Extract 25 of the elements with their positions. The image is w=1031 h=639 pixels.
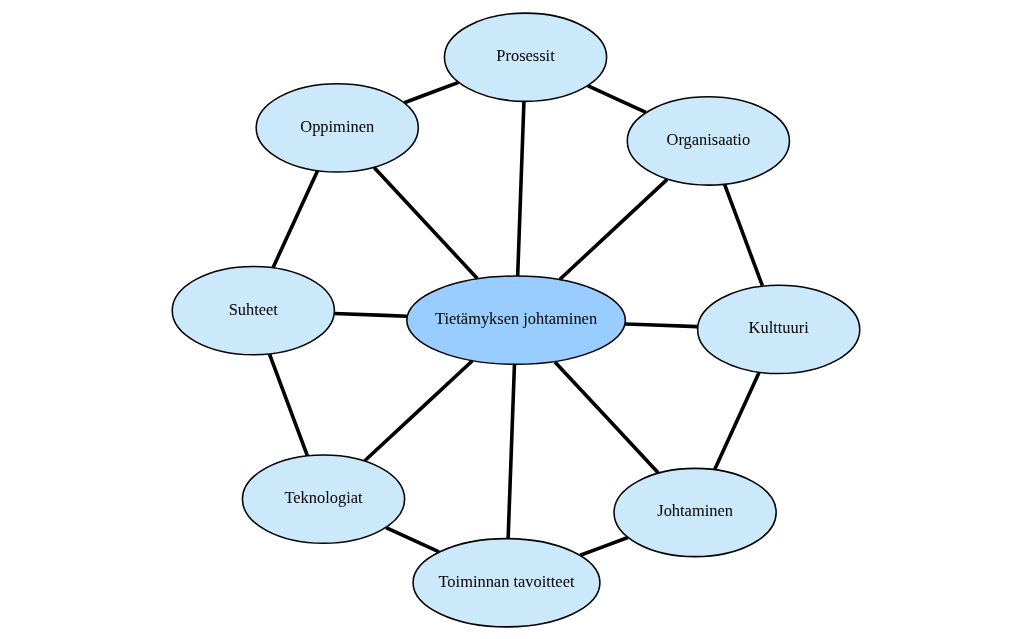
connector (558, 177, 668, 281)
connector (553, 360, 659, 474)
connector (712, 371, 761, 470)
connector (384, 525, 440, 554)
node-ellipse: Johtaminen (612, 467, 777, 557)
node-ellipse: Tietämyksen johtaminen (405, 274, 626, 365)
node-ellipse: Kulttuuri (696, 284, 861, 374)
connector (515, 101, 526, 276)
connector (586, 83, 647, 114)
connector (722, 183, 764, 286)
connector (267, 353, 309, 456)
node-ellipse: Oppiminen (254, 82, 419, 173)
node-ellipse: Teknologiat (241, 453, 405, 544)
node-ellipse: Toiminnan tavoitteet (411, 537, 601, 628)
node-ellipse: Suhteet (170, 265, 335, 355)
connector (579, 535, 628, 557)
connector (372, 165, 479, 280)
node-ellipse: Organisaatio (626, 95, 790, 186)
connector (363, 358, 474, 462)
node-ellipse: Prosessit (443, 11, 607, 102)
connector (403, 80, 459, 104)
connector (270, 169, 319, 268)
connector (505, 363, 516, 538)
connector (624, 321, 698, 328)
connector (333, 311, 407, 318)
